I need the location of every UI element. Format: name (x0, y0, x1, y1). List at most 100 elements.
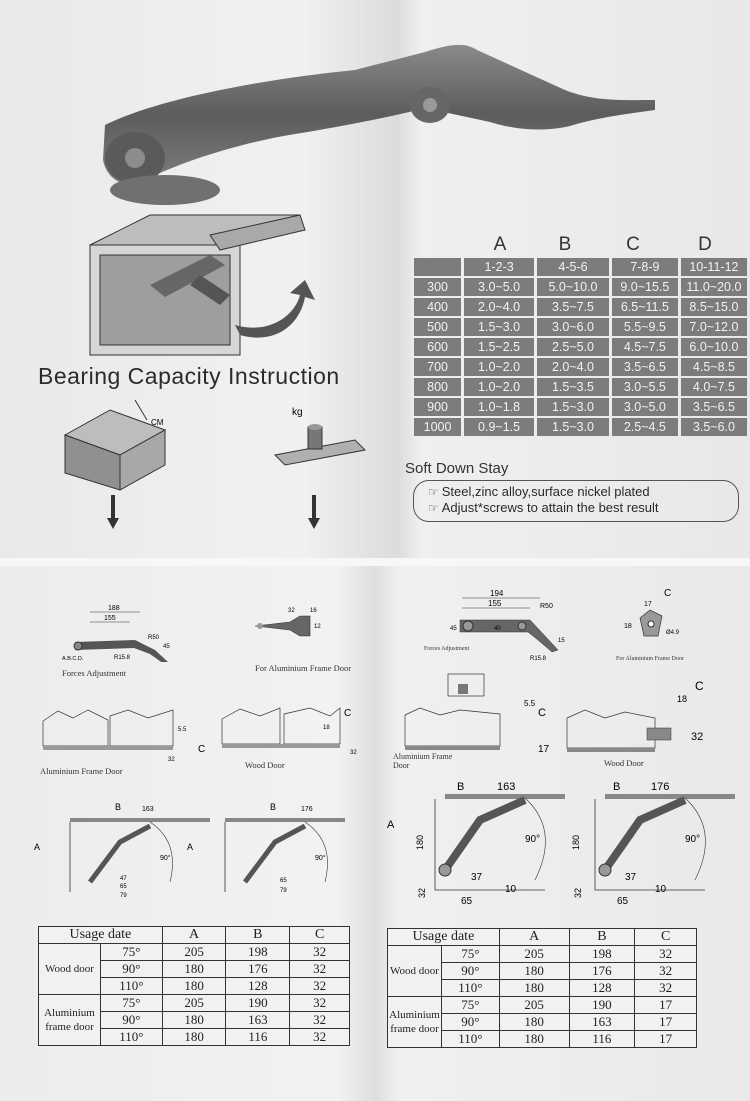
table-cell: 180 (498, 1030, 570, 1048)
table-row: 1-2-3 4-5-6 7-8-9 10-11-12 (414, 258, 747, 276)
table-cell: 11.0~20.0 (680, 278, 747, 296)
aluminium-frame-door-caption-right: For Aluminium Frame Door (616, 656, 684, 662)
table-cell: 180 (498, 1013, 570, 1031)
label-c: C (344, 708, 351, 719)
label-a: A (187, 842, 193, 852)
dim-90: 90° (315, 854, 326, 862)
dim-r158: R15.8 (530, 656, 547, 662)
dim-10: 10 (655, 884, 667, 895)
table-cell: 300 (414, 278, 462, 296)
aluminium-frame-door-diagram: 5.5 C 32 (42, 709, 205, 763)
dim-65: 65 (617, 896, 629, 907)
table-cell: 17 (634, 1030, 697, 1048)
table-cell: 190 (568, 996, 636, 1014)
table-cell: 163 (568, 1013, 636, 1031)
table-cell: 600 (414, 338, 462, 356)
table-cell: 90° (440, 1013, 500, 1031)
table-cell: 3.0~5.5 (611, 378, 678, 396)
forces-adjustment-caption-right: Forces Adjustment (424, 646, 470, 652)
table-cell: 110° (440, 979, 500, 997)
col-header-a: A (493, 234, 507, 255)
table-cell: 128 (225, 977, 291, 995)
table-cell: 180 (498, 979, 570, 997)
table-cell: 75° (99, 943, 163, 961)
table-cell: 32 (289, 977, 350, 995)
col-header-b: B (558, 234, 572, 255)
wood-door-label-right: Wood Door (604, 758, 644, 768)
table-header: C (634, 928, 697, 946)
table-cell: 5.0~10.0 (537, 278, 609, 296)
table-cell: 3.0~5.0 (611, 398, 678, 416)
dim-79: 79 (280, 888, 287, 894)
dim-55: 5.5 (524, 699, 536, 708)
stay-feature-text: Steel,zinc alloy,surface nickel plated (441, 484, 650, 499)
table-cell (414, 258, 462, 276)
table-cell: 32 (289, 1011, 350, 1029)
kg-label: kg (292, 407, 303, 418)
dim-18: 18 (677, 694, 687, 704)
hinge-photo (103, 44, 655, 205)
aluminium-frame-door-diagram-right: 5.5 C 17 (404, 673, 550, 755)
table-cell: 7-8-9 (611, 258, 678, 276)
dim-47: 47 (120, 876, 127, 882)
table-cell: 17 (634, 996, 697, 1014)
table-cell: 4-5-6 (537, 258, 609, 276)
installation-diagram-176: B 176 A 90° 65 79 (187, 802, 345, 894)
aluminium-frame-door-label-right: Aluminium Frame Door (393, 752, 453, 770)
table-cell: 1000 (414, 418, 462, 436)
table-cell: 1.0~1.8 (464, 398, 535, 416)
table-cell: 3.0~5.0 (464, 278, 535, 296)
table-row: Usage date A B C (387, 928, 697, 946)
table-header: B (225, 926, 291, 944)
table-cell: 2.0~4.0 (464, 298, 535, 316)
dim-32: 32 (573, 888, 583, 898)
table-cell: 190 (225, 994, 291, 1012)
dim-18: 18 (624, 623, 632, 630)
table-cell: 5.5~9.5 (611, 318, 678, 336)
table-cell: 176 (568, 962, 636, 980)
col-header-c: C (626, 234, 640, 255)
table-cell: 2.0~4.0 (537, 358, 609, 376)
table-cell: 205 (161, 994, 227, 1012)
dim-163: 163 (497, 781, 515, 793)
dim-40: 40 (494, 626, 501, 632)
table-cell: 110° (99, 977, 163, 995)
table-cell: 32 (634, 962, 697, 980)
table-cell: 800 (414, 378, 462, 396)
table-cell: 700 (414, 358, 462, 376)
table-cell: 7.0~12.0 (680, 318, 747, 336)
dim-r50: R50 (540, 603, 553, 610)
table-cell: 2.5~4.5 (611, 418, 678, 436)
dim-194: 194 (490, 589, 504, 598)
dim-18: 18 (323, 725, 330, 731)
dim-32c: 32 (350, 750, 357, 756)
table-cell: 110° (99, 1028, 163, 1046)
table-cell: 163 (225, 1011, 291, 1029)
dim-32b: 32 (168, 757, 175, 763)
table-cell: 4.0~7.5 (680, 378, 747, 396)
table-cell: 75° (440, 945, 500, 963)
hinge-dimension-diagram-right: 194 155 R50 45 40 15 R15.8 (450, 589, 565, 662)
col-header-d: D (698, 234, 712, 255)
table-cell: 4.5~8.5 (680, 358, 747, 376)
table-cell: 1.5~2.5 (464, 338, 535, 356)
dim-45: 45 (450, 626, 457, 632)
dim-17: 17 (538, 744, 550, 755)
table-cell: 2.5~5.0 (537, 338, 609, 356)
table-cell: 90° (99, 960, 163, 978)
dim-65: 65 (120, 884, 127, 890)
wood-door-diagram-right: 18 C 32 (566, 679, 704, 752)
table-cell: 400 (414, 298, 462, 316)
installation-diagram-176-right: B 176 180 90° 32 37 10 65 (571, 781, 735, 907)
dim-49: Ø4.9 (666, 630, 680, 636)
instruction-sheet-top: Bearing Capacity Instruction CM kg A B C… (0, 0, 750, 560)
dim-abcd: A.B.C.D. (62, 656, 84, 662)
group-label: Wood door (387, 945, 442, 997)
